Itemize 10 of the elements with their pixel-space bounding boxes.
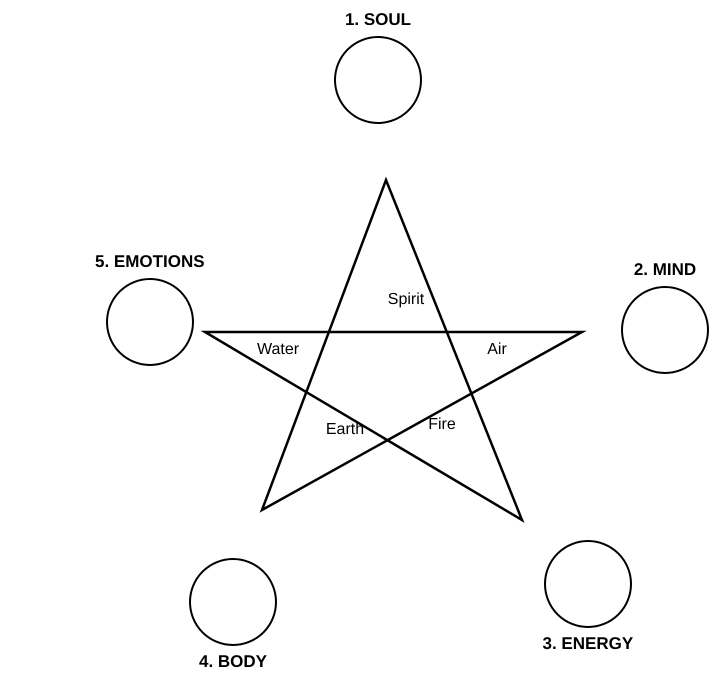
element-label: Water xyxy=(256,341,300,359)
element-label: Fire xyxy=(428,416,456,434)
node-label: 2. MIND xyxy=(634,260,696,280)
element-label: Spirit xyxy=(388,291,424,309)
node-label: 1. SOUL xyxy=(344,10,412,30)
element-label: Earth xyxy=(326,421,364,439)
node-label: 5. EMOTIONS xyxy=(95,252,205,272)
node-label: 4. BODY xyxy=(198,652,268,672)
element-label: Air xyxy=(487,341,507,359)
node-label: 3. ENERGY xyxy=(542,634,634,654)
